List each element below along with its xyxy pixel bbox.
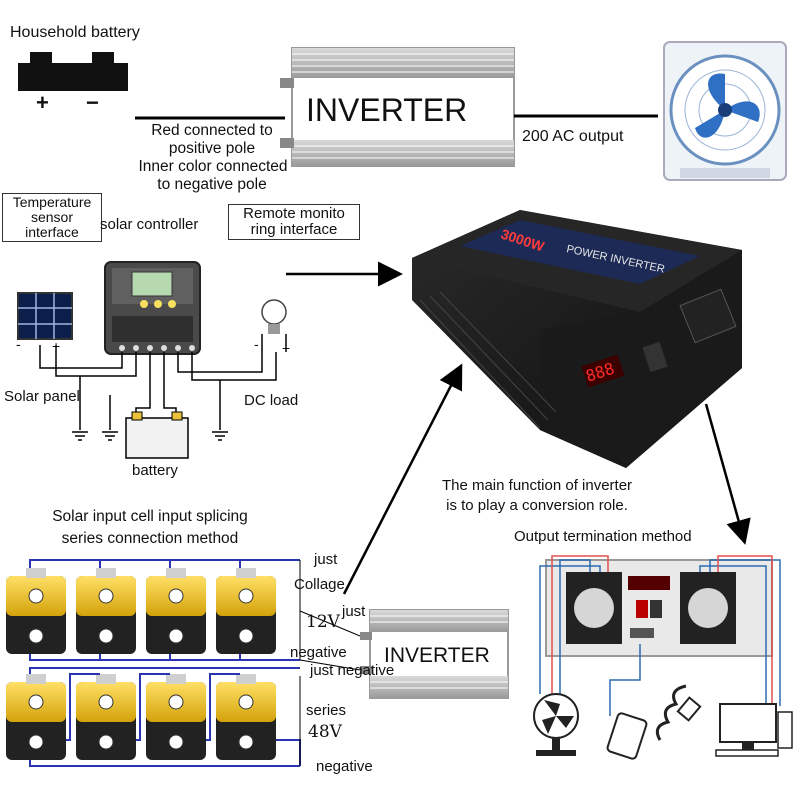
batteries-to-inverter-arrow — [342, 363, 463, 595]
output-termination-title: Output termination method — [514, 528, 692, 545]
negative-wire — [299, 659, 361, 671]
battery-cell-icon — [216, 568, 276, 654]
temp-sensor-line-2: sensor — [30, 209, 74, 225]
wire-note-line-4: to negative pole — [157, 176, 267, 193]
temperature-sensor-label: Temperature sensor interface — [2, 193, 102, 242]
desktop-computer-icon — [715, 703, 793, 757]
light-bulb-icon — [261, 299, 287, 352]
load-plus-sign: + — [282, 340, 291, 356]
wire-note-line-3: Inner color connected — [138, 158, 288, 175]
battery-minus-sign: − — [86, 90, 99, 115]
panel-minus-sign: - — [16, 336, 21, 352]
splicing-title-line-1: Solar input cell input splicing — [52, 508, 248, 525]
household-battery-title: Household battery — [10, 24, 140, 41]
voltage-12v-label: 12V — [306, 612, 340, 632]
just-label-1: just — [314, 551, 338, 568]
series-label: series — [306, 702, 347, 719]
temp-sensor-line-3: interface — [25, 224, 79, 240]
desk-fan-icon — [533, 693, 579, 756]
function-note-line-2: is to play a conversion role. — [446, 497, 628, 514]
controller-wiring — [39, 345, 277, 430]
ac-output-label: 200 AC output — [522, 128, 624, 145]
inverter-to-output-arrow — [704, 403, 751, 545]
just-wire — [299, 610, 361, 637]
battery-bank-12v — [6, 559, 301, 661]
temp-sensor-line-1: Temperature — [12, 194, 92, 210]
output-wiring-red — [551, 555, 773, 706]
remote-line-1: Remote monito — [243, 205, 345, 222]
remote-line-2: ring interface — [250, 221, 338, 238]
inverter-box-top-icon — [280, 47, 515, 167]
remote-monitoring-label: Remote monito ring interface — [228, 204, 360, 240]
battery-cell-icon — [216, 674, 276, 760]
inverter-box-bottom-icon — [360, 609, 509, 699]
panel-plus-sign: + — [52, 338, 61, 354]
solar-controller-icon — [104, 261, 201, 355]
collage-label: Collage — [294, 576, 345, 593]
just-negative-label: just negative — [310, 662, 395, 679]
battery-plus-sign: + — [36, 90, 49, 115]
battery-label: battery — [132, 462, 178, 479]
splicing-title-line-2: series connection method — [61, 530, 239, 547]
just-label-2: just — [342, 603, 366, 620]
battery-bank-48v — [6, 667, 301, 767]
box-fan-icon — [663, 41, 787, 181]
voltage-48v-label: 48V — [308, 722, 342, 742]
wire-note-line-2: positive pole — [168, 140, 256, 157]
bottom-inverter-label: INVERTER — [384, 644, 490, 667]
output-wiring — [539, 559, 781, 716]
mobile-phone-icon — [606, 712, 648, 760]
solar-controller-title: solar controller — [100, 216, 199, 233]
dc-load-label: DC load — [244, 392, 299, 409]
function-note-line-1: The main function of inverter — [441, 477, 633, 494]
battery-cell-icon — [76, 674, 136, 760]
battery-cell-icon — [146, 674, 206, 760]
output-panel-icon — [545, 559, 773, 657]
battery-cell-icon — [146, 568, 206, 654]
load-minus-sign: - — [254, 336, 259, 352]
battery-cell-icon — [6, 568, 66, 654]
wire-note-line-1: Red connected to — [151, 122, 273, 139]
solar-panel-icon — [17, 292, 73, 340]
battery-cell-icon — [76, 568, 136, 654]
controller-battery-icon — [125, 411, 189, 459]
power-inverter-unit-icon — [412, 210, 742, 468]
household-battery-icon — [18, 52, 128, 91]
top-inverter-label: INVERTER — [306, 92, 468, 128]
solar-panel-label: Solar panel — [4, 388, 80, 405]
negative-label-2: negative — [316, 758, 373, 775]
battery-cell-icon — [6, 674, 66, 760]
energy-saving-bulb-icon — [655, 684, 702, 741]
ground-symbols — [72, 431, 228, 441]
negative-label-1: negative — [290, 644, 347, 661]
